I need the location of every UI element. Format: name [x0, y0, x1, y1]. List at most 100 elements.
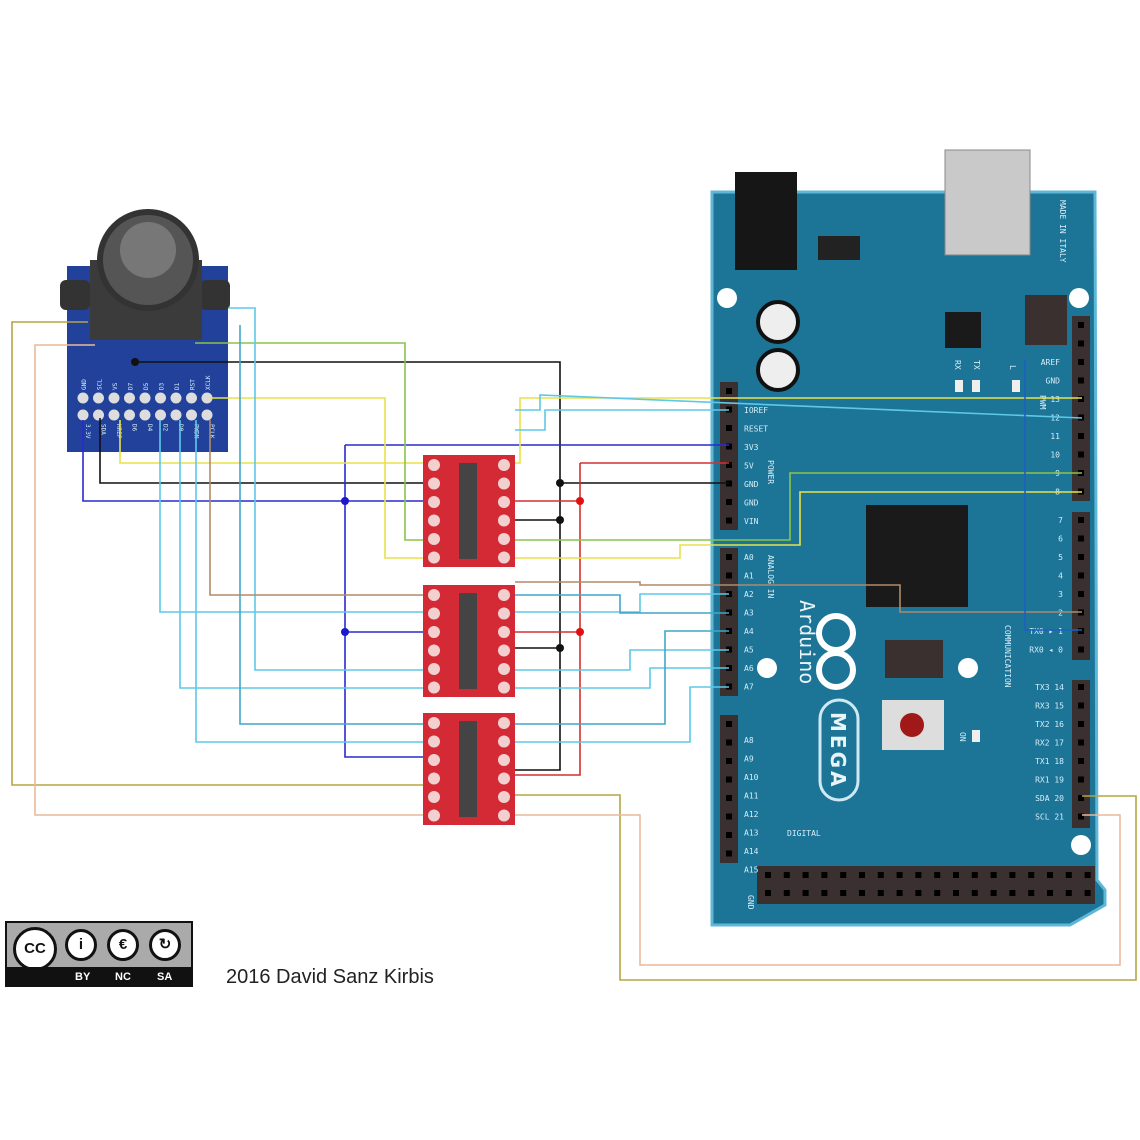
analog-pin-label: A15: [744, 866, 759, 875]
digital-pin-label: 12: [1050, 414, 1060, 423]
level-shifter-pin: [498, 459, 510, 471]
camera-pin-label: VS: [112, 382, 119, 390]
level-shifter-pin: [498, 589, 510, 601]
digital-pin-label: 7: [1058, 516, 1063, 525]
wire-junction: [341, 497, 349, 505]
communication-pin-label: RX1 19: [1035, 776, 1064, 785]
header-pin: [840, 890, 847, 896]
power-pin-label: GND: [744, 499, 759, 508]
header-pin: [1078, 721, 1084, 727]
header-pin: [726, 795, 732, 801]
license-nc: NC: [115, 971, 131, 983]
header-pin: [1009, 872, 1016, 878]
camera-pin-label: D7: [128, 382, 135, 390]
mounting-hole: [717, 288, 737, 308]
level-shifter-chips: [459, 721, 477, 817]
header-pin: [934, 872, 941, 878]
analog-pin-label: A5: [744, 646, 754, 655]
header-pin: [726, 813, 732, 820]
level-shifter-pin: [428, 809, 440, 822]
level-shifter-pin: [498, 754, 510, 766]
header-pin: [1084, 872, 1091, 878]
analog-pin-label: A1: [744, 572, 754, 581]
camera-pin: [201, 409, 213, 421]
header-pin: [1047, 890, 1053, 896]
header-pin: [915, 890, 922, 896]
led-tx-label: TX: [972, 360, 981, 370]
analog-pin-label: A2: [744, 590, 754, 599]
wire-junction: [556, 479, 564, 487]
header-pin: [1078, 517, 1084, 523]
wire: [179, 420, 423, 689]
by-person-icon: i: [65, 929, 97, 961]
header-pin: [726, 739, 732, 746]
digital-header-pwm-top: [1072, 316, 1090, 501]
header-pin: [1078, 758, 1084, 764]
voltage-regulator: [818, 236, 860, 260]
lens-glass: [120, 222, 176, 278]
communication-pin-label: TX3 14: [1035, 683, 1064, 692]
sa-icon: ↻: [149, 929, 181, 961]
level-shifter-chips: [459, 593, 477, 689]
analog-pin-label: A3: [744, 609, 754, 618]
header-pin: [1028, 890, 1035, 896]
level-shifter-pin: [498, 772, 510, 785]
wire: [228, 307, 423, 671]
icsp-header-usb: [1025, 295, 1067, 345]
atmega2560-chip: [866, 505, 968, 607]
cc-license-badge: CC i € ↻ BY NC SA: [5, 921, 193, 987]
digital-title: DIGITAL: [787, 829, 821, 838]
header-pin: [990, 890, 997, 896]
digital-pin-label: 13: [1050, 395, 1060, 404]
header-pin: [1078, 591, 1084, 597]
header-pin: [1078, 535, 1084, 542]
license-by: BY: [75, 971, 91, 983]
led-on-label: ON: [958, 732, 967, 742]
mega-label: MEGA: [826, 712, 850, 789]
digital-pin-label: RX0 ◂ 0: [1029, 646, 1063, 655]
communication-pin-label: SDA 20: [1035, 794, 1064, 803]
camera-pin-label: RST: [190, 379, 197, 390]
level-shifter-pin: [498, 663, 510, 675]
level-shifter-pin: [428, 589, 440, 601]
header-pin: [915, 872, 922, 878]
wire-junction: [131, 358, 139, 366]
made-in-italy: MADE IN ITALY: [1058, 200, 1067, 263]
level-shifter-pin: [498, 477, 510, 490]
wire: [195, 420, 423, 743]
header-pin: [934, 890, 941, 896]
wire: [99, 418, 423, 484]
wire: [515, 463, 581, 776]
level-shifter-pin: [498, 681, 510, 694]
wire: [1024, 360, 1082, 631]
header-pin: [859, 890, 865, 896]
digital-double-header: [757, 866, 1095, 904]
cc-text: CC: [24, 940, 46, 957]
header-pin: [1065, 872, 1072, 878]
level-shifter-pin: [498, 496, 510, 508]
level-shifter-pin: [428, 626, 440, 638]
author-credit: 2016 David Sanz Kirbis: [226, 966, 434, 988]
level-shifter-chips: [459, 463, 477, 559]
header-pin: [1078, 739, 1084, 746]
header-pin: [896, 872, 903, 878]
usb-chip: [945, 312, 981, 348]
camera-pin-label: D4: [146, 424, 153, 432]
wire: [515, 794, 1137, 981]
camera-pin: [186, 392, 197, 404]
communication-pin-label: RX3 15: [1035, 702, 1064, 711]
level-shifter-pin: [428, 663, 440, 675]
wire: [515, 491, 1082, 559]
logic-level-converter-3: [423, 713, 515, 825]
level-shifter-pin: [498, 809, 510, 822]
wire: [515, 594, 729, 614]
analog-pin-label: A7: [744, 683, 754, 692]
level-shifter-pin: [428, 791, 440, 803]
header-pin: [1078, 554, 1084, 560]
header-pin: [1078, 433, 1084, 439]
analog-pin-label: A4: [744, 627, 754, 636]
camera-pin-label: HREF: [115, 424, 122, 439]
arduino-brand: Arduino: [795, 600, 819, 684]
header-pin: [821, 890, 828, 896]
